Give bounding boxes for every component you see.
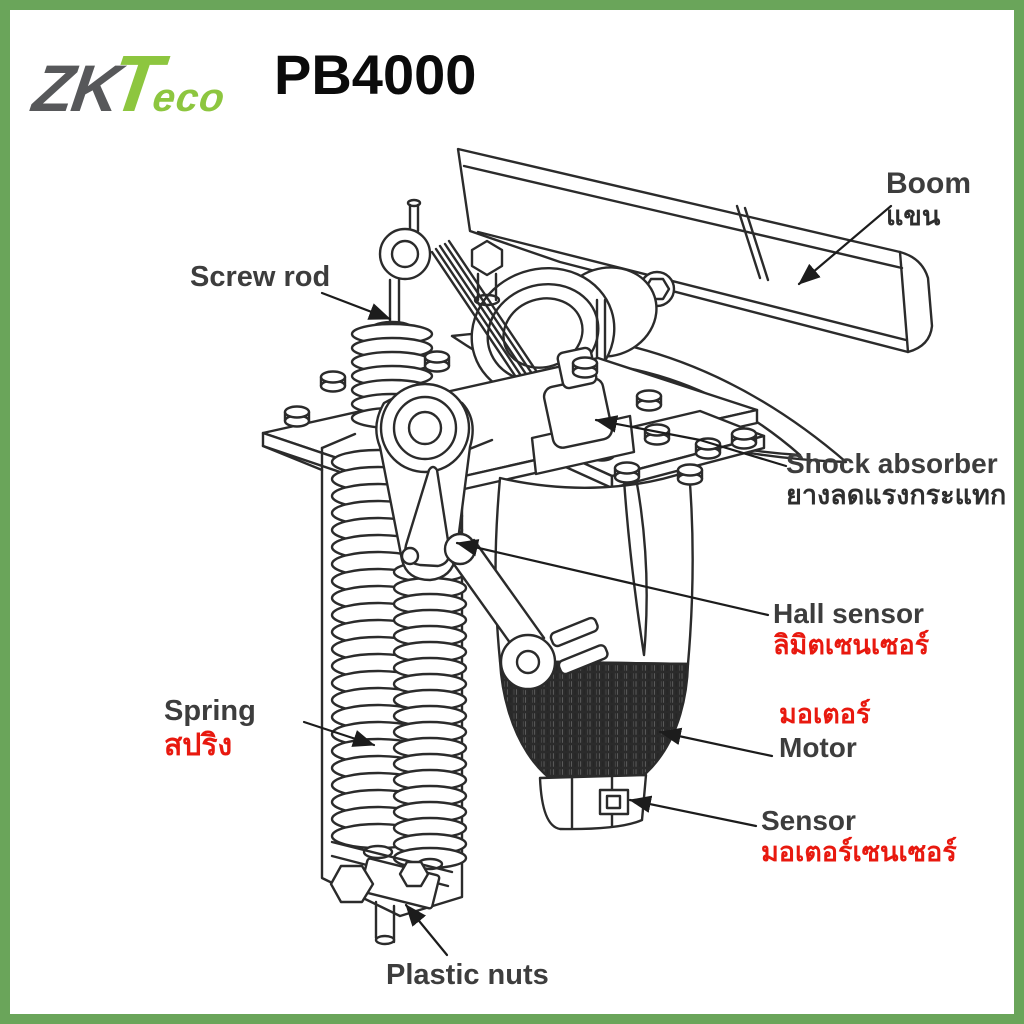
label-spring: Spring สปริง: [164, 694, 256, 764]
label-motor-th: มอเตอร์: [779, 699, 871, 729]
screw-rod-leader: [320, 291, 392, 321]
label-sensor: Sensor มอเตอร์เซนเซอร์: [761, 804, 957, 869]
label-sensor-en: Sensor: [761, 805, 856, 836]
label-shock-absorber-en: Shock absorber: [786, 448, 998, 479]
label-plastic-nuts: Plastic nuts: [386, 958, 549, 992]
motor: [494, 409, 766, 831]
label-plastic-nuts-en: Plastic nuts: [386, 959, 549, 991]
label-shock-absorber: Shock absorber ยางลดแรงกระแทก: [786, 447, 1006, 512]
plastic-nuts-assembly: [329, 840, 454, 946]
page-title: PB4000: [274, 43, 477, 106]
rocker-arm: [375, 382, 474, 582]
shock-absorber-leader: [594, 415, 788, 468]
plastic-nuts-leader: [404, 903, 449, 957]
spring-leader: [302, 720, 376, 747]
label-shock-absorber-th: ยางลดแรงกระแทก: [786, 480, 1007, 511]
label-screw-rod-en: Screw rod: [190, 261, 331, 293]
label-boom-th: แขน: [886, 201, 941, 232]
sensor-leader: [628, 795, 758, 828]
boom-leader: [797, 204, 893, 286]
label-spring-en: Spring: [164, 695, 256, 727]
label-motor-en: Motor: [779, 731, 857, 763]
label-boom-en: Boom: [886, 167, 971, 200]
label-spring-th: สปริง: [164, 729, 233, 763]
leader-lines: [302, 204, 893, 957]
right-spring: [392, 468, 468, 870]
logo-eco: eco: [149, 76, 228, 120]
label-hall-sensor-th: ลิมิตเซนเซอร์: [773, 630, 930, 661]
motor-leader: [658, 727, 774, 758]
spring-rod-link: [430, 239, 549, 400]
label-sensor-th: มอเตอร์เซนเซอร์: [761, 837, 957, 868]
link-arm: [443, 532, 609, 691]
label-hall-sensor-en: Hall sensor: [773, 598, 924, 629]
zkteco-logo: ZKTeco: [29, 38, 228, 130]
label-motor: มอเตอร์ Motor: [779, 699, 871, 764]
top-bolt: [470, 239, 504, 307]
label-screw-rod: Screw rod: [190, 260, 330, 294]
label-hall-sensor: Hall sensor ลิมิตเซนเซอร์: [773, 597, 929, 662]
label-boom: Boom แขน: [886, 166, 971, 233]
hall-sensor-leader: [455, 539, 770, 617]
